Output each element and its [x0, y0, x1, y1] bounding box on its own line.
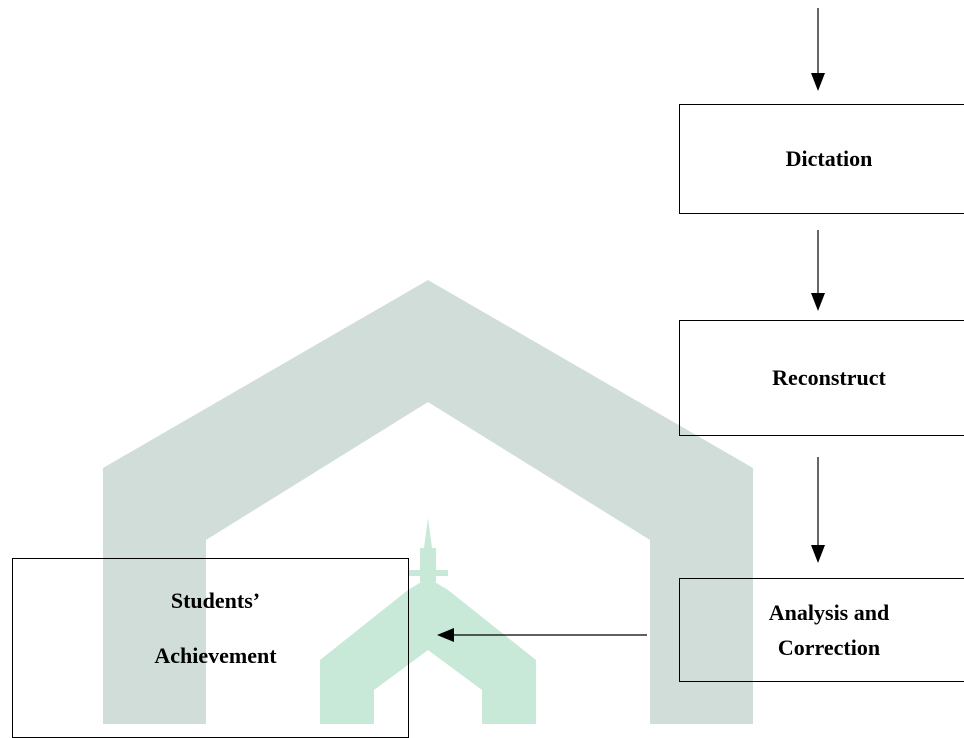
node-analysis-correction: Analysis and Correction — [679, 578, 964, 682]
node-reconstruct: Reconstruct — [679, 320, 964, 436]
node-dictation-label: Dictation — [785, 146, 873, 171]
arrow-reconstruct-to-analysis — [811, 457, 825, 563]
watermark-outer-shape — [103, 280, 753, 724]
arrow-into-dictation — [811, 8, 825, 91]
arrow-analysis-to-achievement — [437, 628, 647, 642]
node-achievement-label-line1: Students’ — [170, 588, 261, 613]
arrow-dictation-to-reconstruct — [811, 230, 825, 311]
node-reconstruct-label: Reconstruct — [772, 365, 886, 390]
watermark-emblem-band — [408, 570, 448, 576]
node-dictation: Dictation — [679, 104, 964, 214]
watermark-emblem-spire — [424, 518, 432, 548]
node-analysis-label-line2: Correction — [777, 635, 881, 660]
node-achievement-label-line2: Achievement — [154, 643, 277, 668]
node-analysis-label-line1: Analysis and — [768, 599, 890, 625]
watermark-emblem — [320, 578, 536, 724]
